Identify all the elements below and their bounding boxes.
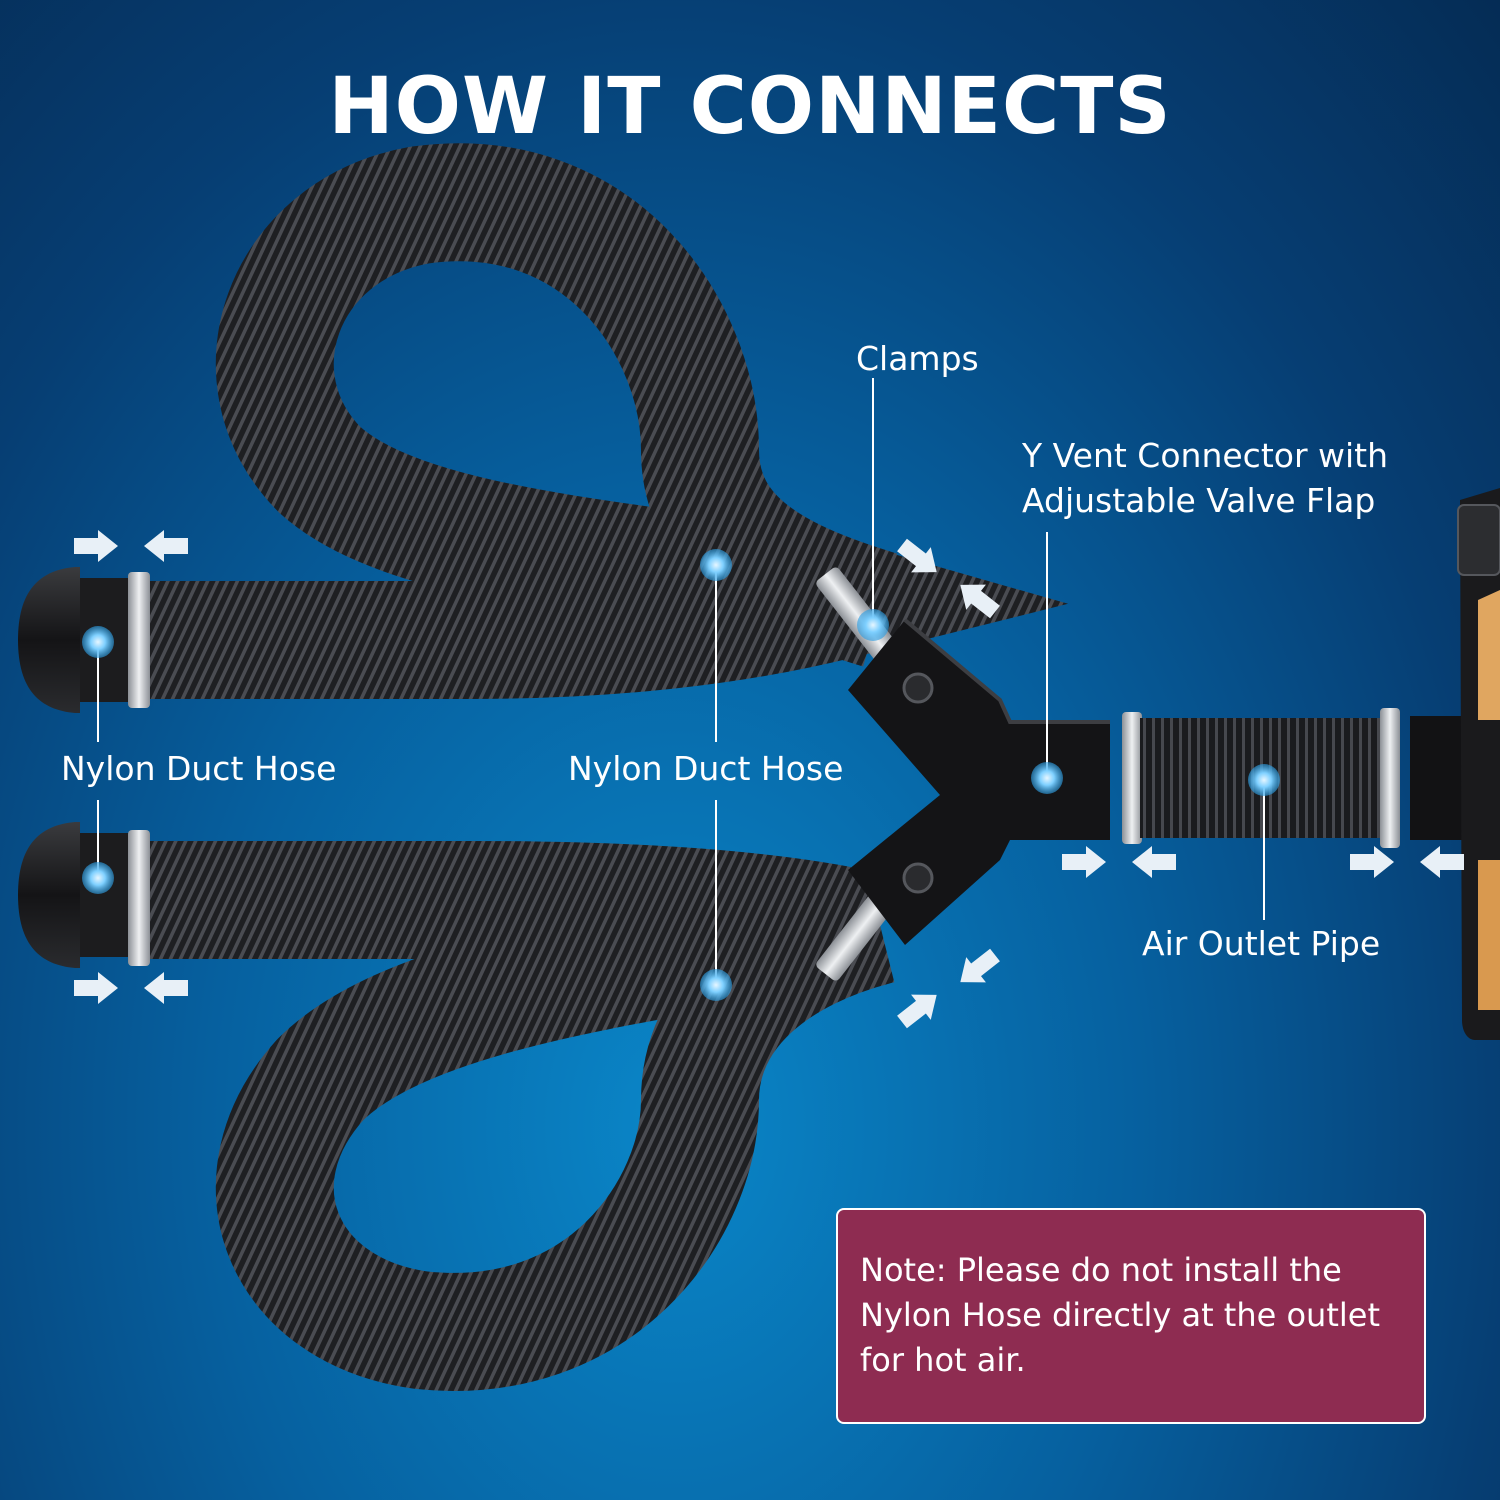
y-connector xyxy=(848,618,1110,945)
callout-dot xyxy=(82,862,114,894)
callout-dot xyxy=(82,626,114,658)
arrows-lower-y xyxy=(892,942,1005,1035)
arrows-outlet-right xyxy=(1350,846,1464,878)
label-air-outlet-pipe: Air Outlet Pipe xyxy=(1142,924,1381,963)
page-title: HOW IT CONNECTS xyxy=(328,62,1172,152)
vent-cap-lower xyxy=(18,822,150,968)
upper-hose xyxy=(150,143,1069,699)
note-line-3: for hot air. xyxy=(860,1341,1026,1379)
arrows-outlet-left xyxy=(1062,846,1176,878)
note-line-1: Note: Please do not install the xyxy=(860,1251,1342,1289)
callout-dot xyxy=(700,969,732,1001)
callout-lines xyxy=(97,378,1265,985)
callout-dot xyxy=(1248,764,1280,796)
lower-hose xyxy=(150,841,896,1391)
label-nylon-duct-hose-left: Nylon Duct Hose xyxy=(61,749,337,788)
note-line-2: Nylon Hose directly at the outlet xyxy=(860,1296,1380,1334)
arrows-lower-left xyxy=(74,972,188,1004)
air-outlet-pipe xyxy=(1122,708,1470,848)
label-y-connector-line2: Adjustable Valve Flap xyxy=(1022,481,1376,520)
label-clamps: Clamps xyxy=(856,339,979,378)
label-nylon-duct-hose-center: Nylon Duct Hose xyxy=(568,749,844,788)
callout-dot xyxy=(700,549,732,581)
note-box: Note: Please do not install the Nylon Ho… xyxy=(836,1208,1426,1424)
callout-dot xyxy=(1031,762,1063,794)
arrows-upper-left xyxy=(74,530,188,562)
callout-dot xyxy=(857,609,889,641)
label-y-connector-line1: Y Vent Connector with xyxy=(1022,436,1389,475)
heater-unit xyxy=(1457,488,1500,1040)
